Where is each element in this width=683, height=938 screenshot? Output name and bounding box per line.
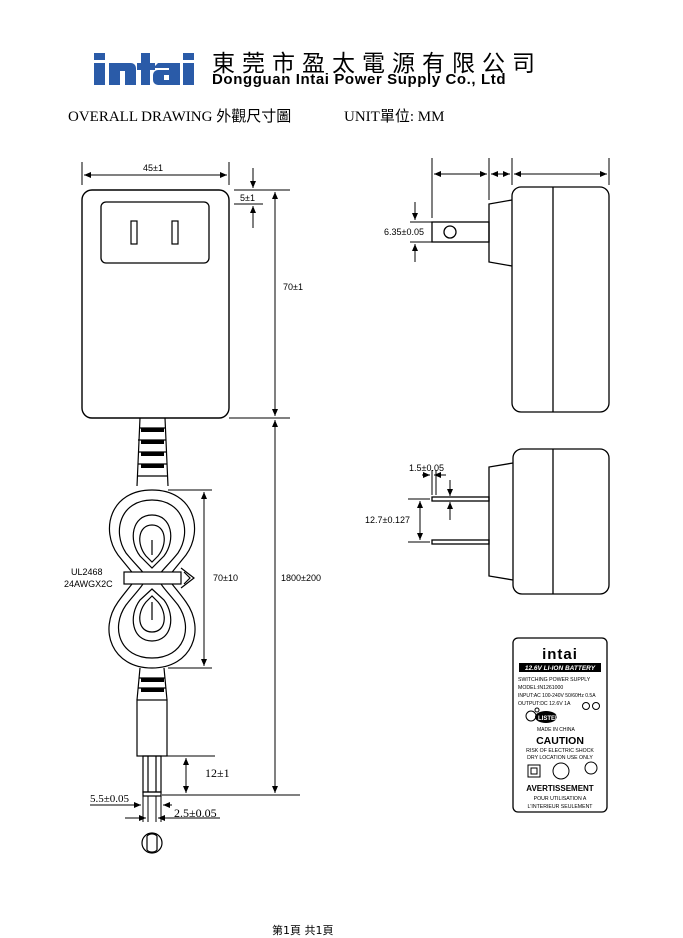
unit-label: UNIT單位: MM bbox=[344, 109, 445, 125]
label-avert-title: AVERTISSEMENT bbox=[526, 784, 594, 793]
drawing-title: OVERALL DRAWING 外觀尺寸圖 bbox=[68, 109, 292, 125]
cable-spec-line1: UL2468 bbox=[71, 567, 103, 577]
dim-pin-thickness-text: 1.5±0.05 bbox=[409, 463, 444, 473]
label-made-in: MADE IN CHINA bbox=[537, 727, 575, 733]
label-caution-title: CAUTION bbox=[536, 735, 584, 747]
dim-plug-length-text: 12±1 bbox=[205, 766, 230, 780]
dc-plug bbox=[141, 755, 163, 854]
label-output: OUTPUT:DC 12.6V 1A bbox=[518, 701, 571, 707]
dim-width-text: 45±1 bbox=[143, 163, 163, 173]
adapter-front-view bbox=[81, 189, 230, 419]
label-ul-text: LISTED bbox=[538, 716, 560, 722]
dim-coil-length-text: 70±10 bbox=[213, 573, 238, 583]
label-avert-line1: POUR UTILISATION A bbox=[534, 796, 587, 802]
rating-label-frame bbox=[512, 637, 608, 813]
label-brand: intai bbox=[542, 646, 578, 663]
company-name-english: Dongguan Intai Power Supply Co., Ltd bbox=[212, 71, 507, 88]
company-name-chinese: 東莞市盈太電源有限公司 bbox=[212, 51, 542, 77]
dim-plug-inner-dia-text: 2.5±0.05 bbox=[174, 806, 217, 820]
dim-cable-length-text: 1800±200 bbox=[281, 573, 321, 583]
page-footer: 第1頁 共1頁 bbox=[272, 924, 334, 937]
dim-body-height-text: 70±1 bbox=[283, 282, 303, 292]
label-avert-line2: L'INTERIEUR SEULEMENT bbox=[528, 804, 594, 810]
intai-logo bbox=[94, 53, 194, 85]
label-product: 12.6V LI-ION BATTERY bbox=[525, 665, 596, 672]
dim-pin-spacing-text: 12.7±0.127 bbox=[365, 515, 410, 525]
dim-pin-diameter-text: 6.35±0.05 bbox=[384, 227, 424, 237]
adapter-side-view-pins bbox=[431, 448, 610, 595]
strain-relief bbox=[136, 417, 169, 487]
coiled-cable bbox=[108, 489, 196, 669]
label-type: SWITCHING POWER SUPPLY bbox=[518, 677, 591, 683]
adapter-side-view-top bbox=[431, 186, 610, 413]
label-caution-line1: RISK OF ELECTRIC SHOCK bbox=[526, 748, 594, 754]
dim-plug-outer-dia-text: 5.5±0.05 bbox=[90, 793, 130, 805]
cable-spec-line2: 24AWGX2C bbox=[64, 579, 113, 589]
label-input: INPUT:AC 100-240V 50/60Hz 0.5A bbox=[518, 693, 596, 699]
dim-top-offset-text: 5±1 bbox=[240, 193, 255, 203]
label-model: MODEL:IN1261000 bbox=[518, 685, 563, 691]
lower-strain-relief bbox=[136, 667, 168, 757]
label-caution-line2: DRY LOCATION USE ONLY bbox=[527, 755, 593, 761]
